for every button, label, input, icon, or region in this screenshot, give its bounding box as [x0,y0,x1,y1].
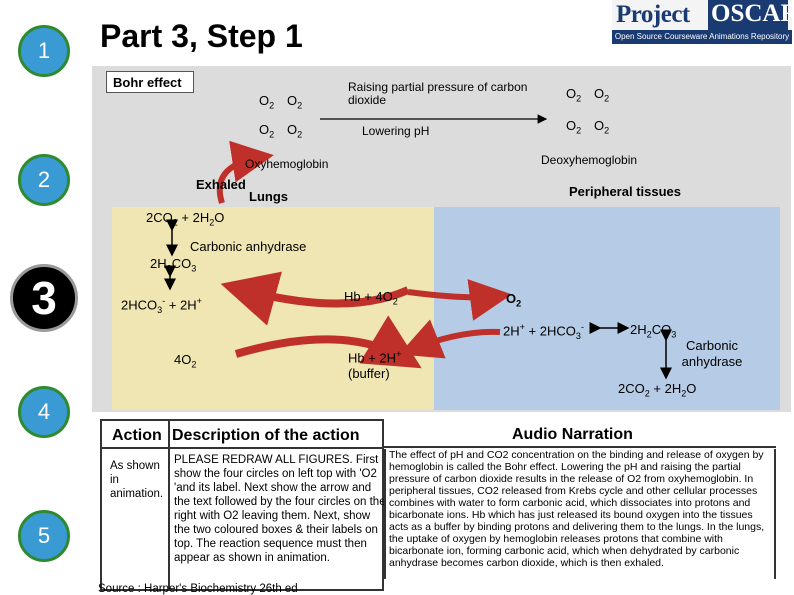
carbonic-anhydrase-left: Carbonic anhydrase [190,239,307,254]
project-oscar-logo: Project OSCAR Open Source Courseware Ani… [612,0,794,44]
left-o2-1: O2 [259,93,275,111]
h2co3-left: 2H2CO3 [150,256,197,274]
bohr-effect-label: Bohr effect [106,71,194,93]
exhaled-label: Exhaled [196,177,246,192]
left-o2-4: O2 [287,122,303,140]
step-2-marker[interactable]: 2 [18,154,70,206]
left-o2-2: O2 [287,93,303,111]
page-title: Part 3, Step 1 [100,18,303,54]
hb-2h-buffer: Hb + 2H+(buffer) [348,349,402,382]
step-4-marker[interactable]: 4 [18,386,70,438]
audio-narration-text: The effect of pH and CO2 concentration o… [384,449,776,579]
deoxyhemoglobin-label: Deoxyhemoglobin [541,153,638,167]
h-hco3-right: 2H+ + 2HCO3- [503,322,584,341]
action-header: Action [112,427,162,444]
step-3-marker[interactable]: 3 [10,264,78,332]
o2-release-arrow [407,279,512,321]
right-o2-1: O2 [566,86,582,104]
lungs-label: Lungs [249,189,288,204]
logo-secondary: OSCAR [708,0,794,30]
logo-primary: Project [616,1,690,28]
action-table: Action Description of the action As show… [100,419,386,591]
logo-tagline: Open Source Courseware Animations Reposi… [612,30,792,44]
oxyhemoglobin-label: Oxyhemoglobin [245,157,329,171]
carbonic-anhydrase-right: Carbonic anhydrase [681,338,743,369]
o2-right: O2 [506,291,522,309]
four-o2: 4O2 [174,352,197,370]
narration-divider [384,446,776,448]
step-5-marker[interactable]: 5 [18,510,70,562]
right-o2-2: O2 [594,86,610,104]
audio-narration-header: Audio Narration [512,426,633,443]
table-column-divider [168,421,170,589]
hco3-h-left: 2HCO3- + 2H+ [121,296,202,315]
exhaled-arrow [216,140,274,204]
table-divider [102,447,382,449]
right-o2-3: O2 [566,118,582,136]
h2co3-right: 2H2CO3 [630,322,677,340]
right-o2-4: O2 [594,118,610,136]
source-citation: Source : Harper's Biochemistry 26th ed [98,583,298,595]
left-o2-3: O2 [259,122,275,140]
raising-pco2-label: Raising partial pressure of carbon dioxi… [348,80,528,107]
action-text: As shown in animation. [110,460,164,500]
description-text: PLEASE REDRAW ALL FIGURES. First show th… [174,454,386,564]
description-header: Description of the action [172,427,360,444]
co2-h2o-left: 2CO2 + 2H2O [146,210,225,228]
step-1-marker[interactable]: 1 [18,25,70,77]
hb-proton-arrow [234,315,422,369]
proton-uptake-arrow [398,319,501,359]
lowering-ph-label: Lowering pH [362,124,430,138]
peripheral-tissues-label: Peripheral tissues [569,184,681,199]
co2-h2o-right: 2CO2 + 2H2O [618,381,697,399]
hb-binding-arrow [220,271,410,326]
hb-4o2: Hb + 4O2 [344,289,398,307]
